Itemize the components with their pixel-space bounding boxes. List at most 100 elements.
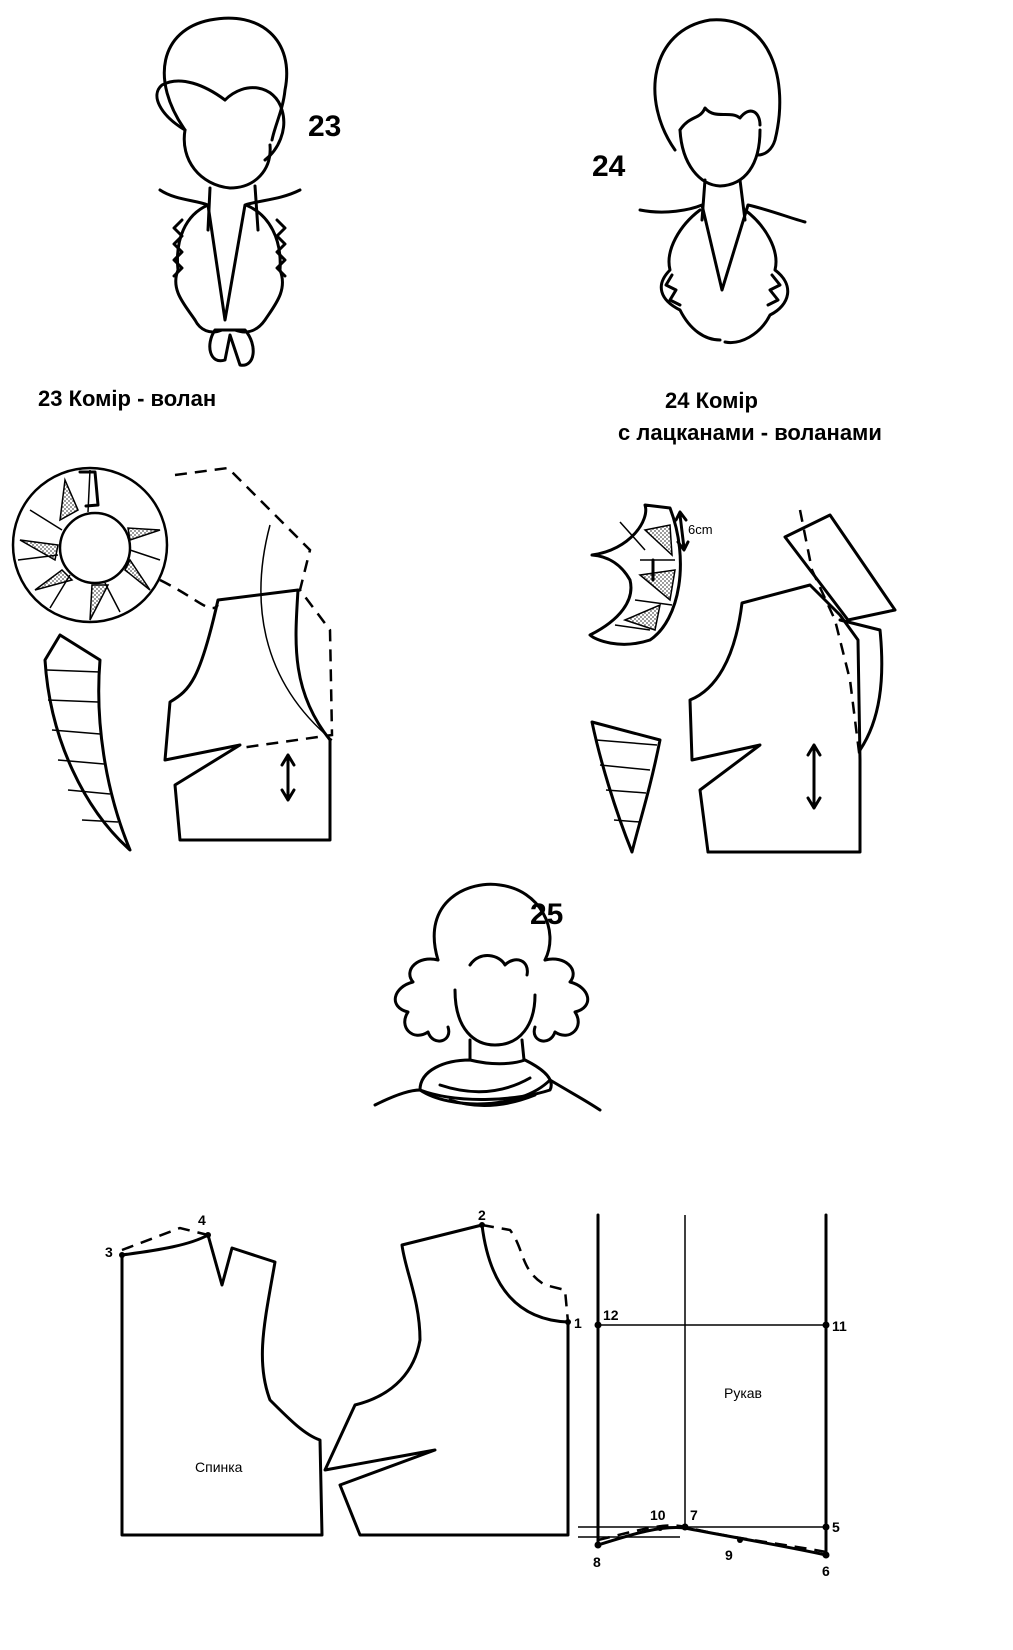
sleeve-point-5 [822,1523,830,1531]
fig23-pattern [11,466,334,852]
sleeve-point-8 [594,1541,602,1549]
fig25-hair-top [432,882,552,962]
sleeve-point-9 [737,1537,743,1543]
fig25-curls-left [394,957,451,1043]
fig24-number: 24 [592,150,626,183]
fig23-dashed-outline [174,466,334,750]
fig23-caption: 23 Комір - волан [38,386,216,411]
front-pattern [323,1222,571,1537]
fig24-triangle-piece [590,720,662,854]
point-6-label: 6 [822,1563,830,1579]
fig25-curls-right [532,957,589,1043]
sleeve-label: Рукав [724,1385,762,1401]
fig25-face [453,988,537,1047]
fig24-caption-line2: с лацканами - воланами [618,420,882,445]
back-pattern [119,1226,324,1537]
sleeve-point-7 [681,1523,689,1531]
point-1-label: 1 [574,1315,582,1331]
fig25-bangs [468,954,529,977]
back-label: Спинка [195,1459,243,1475]
sleeve-point-10 [657,1525,663,1531]
fig23-circle-spokes [17,469,161,613]
fig23-ruffle-right [233,203,284,334]
fig24-dim-label: 6cm [688,522,713,537]
fig25-cowl [418,1058,553,1101]
front-point-2 [479,1222,485,1228]
fig24-hatch-3 [622,603,662,631]
fig23-neckline [158,188,302,322]
point-9-label: 9 [725,1547,733,1563]
fig24-dim-arrow [674,510,690,552]
fig24-face [678,128,762,188]
sleeve-hem-curve [596,1525,828,1557]
fig23-hatch-2 [19,539,59,562]
fig23-hair-wave-right [223,86,286,162]
point-10-label: 10 [650,1507,666,1523]
back-point-3 [119,1252,125,1258]
sleeve-pattern [578,1213,830,1559]
fig23-circle-inner [58,511,132,585]
fig24-pattern [588,503,897,854]
sleeve-point-11 [822,1321,830,1329]
back-dashed-neck [121,1226,209,1252]
fig23-bodice [163,588,332,842]
fig24-hatch-2 [638,569,676,602]
fig23-face [182,128,272,190]
fig23-number: 23 [308,110,341,143]
front-point-1 [565,1319,571,1325]
fig25-number: 25 [530,898,563,931]
fig25-shoulders [373,1078,602,1112]
fig24-bangs [678,106,762,132]
point-8-label: 8 [593,1554,601,1570]
fig24-shoulders [638,203,807,292]
fig23-dashed-neck [159,578,219,610]
fig24-grain-arrow [806,743,822,810]
fig23-hair-top [162,16,289,142]
point-7-label: 7 [690,1507,698,1523]
fig24-triangle-lines [595,739,658,823]
point-12-label: 12 [603,1307,619,1323]
fig24-lapel-ruffle [588,503,682,646]
fig23-hair-wave-left [155,79,227,132]
fig24-lapel-right [723,208,790,345]
fig24-frill-edges [664,273,782,307]
fig24-ruffle-spokes [614,521,675,631]
figure-24-illustration [638,18,807,345]
point-5-label: 5 [832,1519,840,1535]
fig24-lapel-left [659,208,722,342]
point-4-label: 4 [198,1212,206,1228]
figure-25-illustration [373,882,602,1112]
point-3-label: 3 [105,1244,113,1260]
back-bodice-outline [120,1233,324,1537]
front-bodice-outline [323,1223,570,1537]
fig24-collar-stand [783,513,897,622]
point-2-label: 2 [478,1207,486,1223]
figure-23-illustration [155,16,302,367]
fig23-grain-tab [78,470,100,508]
fig23-hatch-5 [124,558,151,591]
fig23-fold-line [260,524,333,741]
fig24-caption-line1: 24 Комір [665,388,758,413]
fig23-grain-arrow [280,753,296,802]
fig23-ruffle-strip [43,633,132,852]
sleeve-point-6 [822,1551,830,1559]
fig23-hatch-4 [89,584,110,621]
sleeve-point-12 [594,1321,602,1329]
fig24-hair [653,18,782,157]
fig23-hatch-1 [59,477,79,522]
fig23-hatch-3 [34,569,74,591]
fig25-cowl-folds [438,1076,537,1107]
fig24-hatch-1 [643,524,673,557]
fig23-hatch-6 [127,527,161,541]
fig23-strip-lines [46,669,119,823]
fig23-ruffle-left [174,203,224,334]
fig24-bodice [688,583,862,854]
fig24-dashed-line [798,509,862,761]
fig24-lapel-edge [838,618,884,752]
front-dashed-neck [481,1223,570,1323]
fig23-ruffle-edges [172,218,287,278]
point-11-label: 11 [832,1318,847,1334]
fig23-bow [208,328,255,367]
